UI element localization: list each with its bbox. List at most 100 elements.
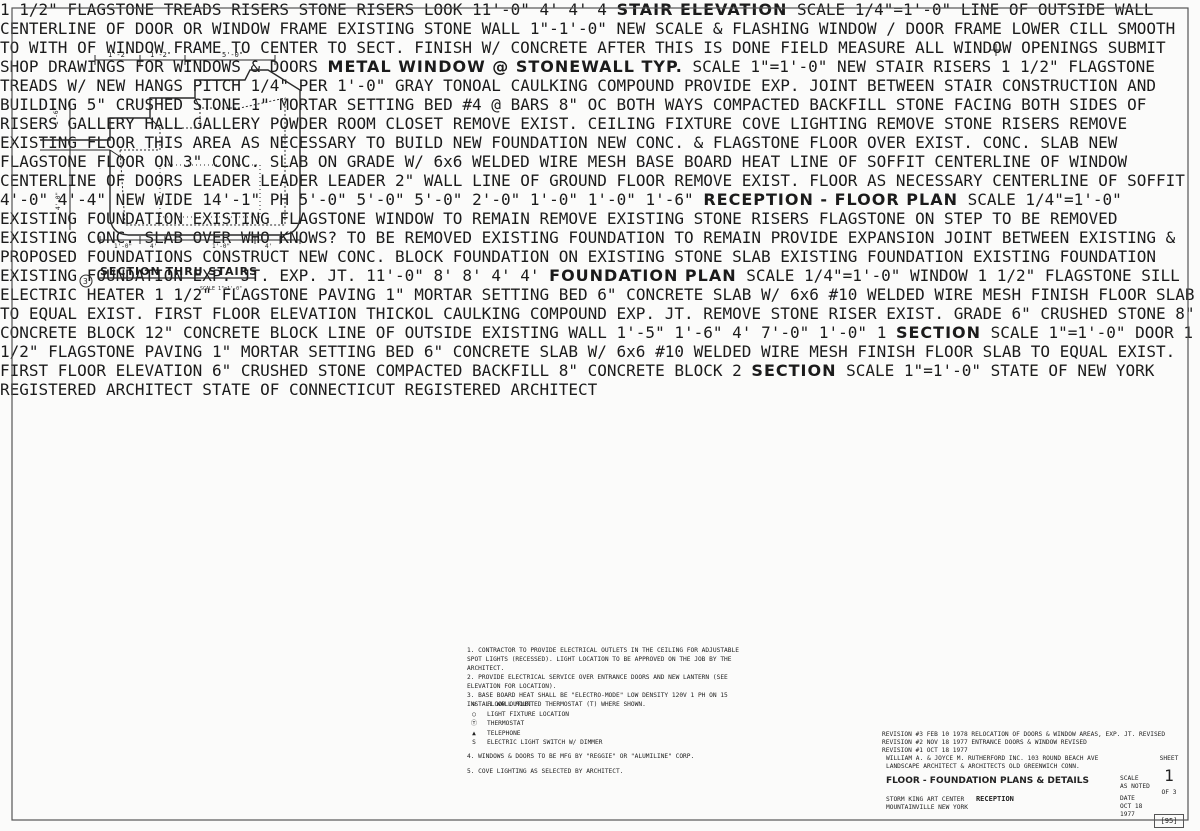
foundation-label: EXISTING FOUNDATION [972,247,1156,266]
stairs-label: 5" CRUSHED STONE [86,95,241,114]
section-2-label: COMPACTED BACKFILL [375,361,550,380]
section-1-label: 12" CONCRETE BLOCK [144,323,318,342]
floor-plan-dim: 1'-0" [587,190,636,209]
foundation-label: EXP. JT. [279,266,357,285]
note-4: 4. WINDOWS & DOORS TO BE MFG BY "REGGIE"… [467,753,695,760]
stairs-dim: 4'-0" [55,192,62,210]
stairs-label: 1 1/2" FLAGSTONE TREADS W/ NEW HANGS [0,57,1155,95]
scale-cell: SCALE AS NOTED [1120,775,1152,791]
floor-plan-label: REMOVE STONE RISERS [876,114,1060,133]
foundation-plan-scale: SCALE 1/4"=1'-0" [746,266,901,285]
project-name: STORM KING ART CENTER RECEPTION [886,795,1116,804]
metal-window-label: LOWER CILL SMOOTH TO WITH OF WINDOW FRAM… [0,19,1176,57]
stairs-label: NEW STAIR RISERS [837,57,992,76]
stair-elevation-label: LOOK [423,0,463,19]
floor-outlet-icon: ⊕ [472,701,476,708]
revision-1: REVISION #1 OCT 18 1977 [882,747,968,754]
section-2-label: 6" CRUSHED STONE [211,361,367,380]
stair-elevation-label: STONE RISERS [298,0,415,19]
section-1-label: EXIST. GRADE [886,304,1002,323]
floor-plan-label: LEADER [192,171,251,190]
metal-window-label: 1"-1'-0" [529,19,607,38]
section-1-label: EXP. JT. [616,304,694,323]
stairs-dim: 4' [150,243,157,250]
floor-plan-label: CENTERLINE OF DOORS [0,171,184,190]
stairs-section-scale: SCALE 1"=1'-0" [200,286,242,292]
section-1-number: 1 [876,323,887,342]
foundation-label: EXISTING FOUNDATION TO REMAIN [481,228,762,247]
sheet-id: [95] [1154,814,1184,828]
floor-plan-title: RECEPTION - FLOOR PLAN [703,190,958,209]
foundation-label: EXISTING FOUNDATION [0,209,184,228]
foundation-label: EXP. JT. [192,266,270,285]
section-2-number: 2 [732,361,742,380]
foundation-label: CONSTRUCT NEW CONC. BLOCK FOUNDATION ON … [202,247,771,266]
section-2-label: 1" MORTAR SETTING BED [211,342,415,361]
sheet-label: SHEET [1159,755,1179,762]
section-1-label: FINISH FLOOR SLAB TO EQUAL EXIST. FIRST … [0,285,1195,323]
legend-row: ⊕FLOOR OUTLET [467,700,602,710]
stairs-view-number: 3 [83,277,88,286]
stairs-section-view [40,55,301,288]
stairs-label: PITCH 1/4" PER 1'-0" [192,76,386,95]
legend-row: ○LIGHT FIXTURE LOCATION [467,710,602,720]
floor-plan-dim: 5'-0" [298,190,347,209]
metal-window-label: WINDOW / DOOR FRAME [818,19,1002,38]
floor-plan-dim: 1'-6" [645,190,694,209]
general-notes-2: 4. WINDOWS & DOORS TO BE MFG BY "REGGIE"… [467,752,757,776]
floor-plan-label: NEW FLAGSTONE FLOOR ON 3" CONC. SLAB ON … [0,133,1118,171]
stairs-dim: 1'-2" [150,51,171,59]
seal-ny: STATE OF NEW YORK REGISTERED ARCHITECT [0,361,1155,399]
stairs-dim: 1'-0" [212,243,230,250]
floor-plan-dim: 1'-0" [529,190,579,209]
note-3: 3. BASE BOARD HEAT SHALL BE "ELECTRO-MOD… [467,692,728,708]
foundation-label: REMOVE EXISTING STONE RISERS [539,209,810,228]
metal-window-label: EXISTING STONE WALL [337,19,521,38]
section-2-title: SECTION [751,361,837,380]
scale-label: SCALE [1120,775,1139,782]
section-1-dim: 1'-6" [674,323,723,342]
floor-plan-label: REMOVE EXIST. CEILING FIXTURE [452,114,733,133]
stair-elevation-title: STAIR ELEVATION [616,0,788,19]
section-1-label: 6" CONCRETE SLAB W/ 6x6 #10 WELDED WIRE … [597,285,1022,304]
sheet-total: OF 3 [1161,789,1177,796]
stairs-label: COMPACTED BACKFILL [712,95,887,114]
section-1-title: SECTION [895,323,982,342]
drawing-title: FLOOR - FOUNDATION PLANS & DETAILS [886,776,1089,786]
telephone-icon: ▲ [472,729,476,737]
project-block: STORM KING ART CENTER RECEPTION MOUNTAIN… [886,795,1116,812]
light-fixture-icon: ○ [472,710,476,718]
stairs-dim: 1'-6" [53,107,60,125]
date-label: DATE [1120,795,1135,802]
section-1-label: 6" CRUSHED STONE [1011,304,1166,323]
firm-name: WILLIAM A. & JOYCE M. RUTHERFORD INC. 10… [886,755,1099,762]
foundation-label: EXISTING FLAGSTONE WINDOW TO REMAIN [192,209,530,228]
floor-plan-label: BASE BOARD HEAT [635,152,781,171]
room-label: POWDER ROOM [269,114,376,133]
sheet-number: 1 [1164,766,1174,785]
section-1-scale: SCALE 1"=1'-0" [990,323,1126,342]
room-label: CLOSET [385,114,444,133]
sheet-border [11,7,1189,821]
metal-window-title: METAL WINDOW @ STONEWALL TYP. [327,57,683,76]
revision-list: REVISION #3 FEB 10 1978 RELOCATION OF DO… [882,731,1165,755]
stair-elevation-label: RISERS [231,0,289,19]
foundation-label: PROVIDE EXPANSION JOINT BETWEEN EXISTING… [0,228,1176,266]
section-1-dim: 1'-5" [616,323,665,342]
foundation-dim: 8' [462,266,482,285]
section-2-label: 6" CONCRETE SLAB W/ 6x6 #10 WELDED WIRE … [423,342,848,361]
floor-plan-label: CENTERLINE OF SOFFIT [992,171,1185,190]
section-1-label: ELECTRIC HEATER [0,285,145,304]
section-1-label: WINDOW [910,266,968,285]
stairs-label: STONE FACING BOTH SIDES OF RISERS [0,95,1147,133]
room-label: GALLERY [192,114,261,133]
legend-label: THERMOSTAT [487,720,525,727]
legend-label: TELEPHONE [487,729,521,737]
section-2-label: DOOR [1135,323,1174,342]
floor-plan-label: CENTERLINE OF WINDOW [934,152,1128,171]
room-label: GALLERY [67,114,135,133]
